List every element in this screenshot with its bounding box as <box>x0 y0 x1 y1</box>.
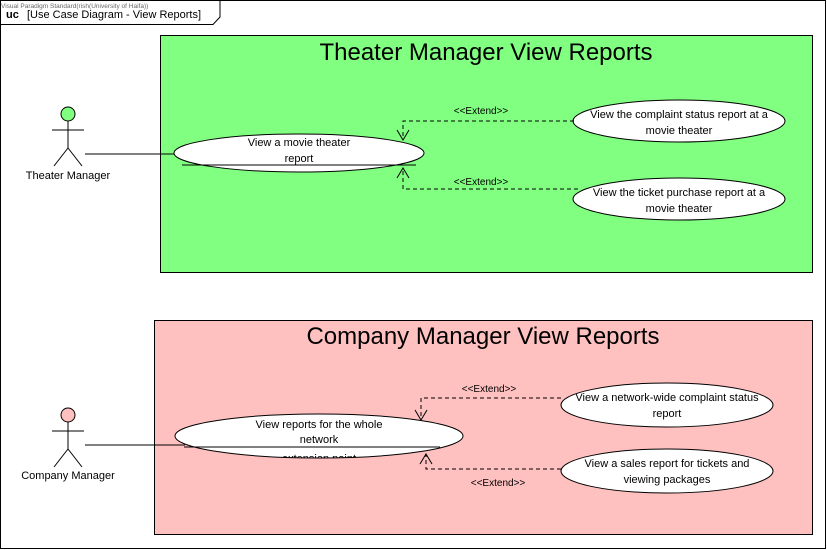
use-case-label-line2: report <box>653 408 682 420</box>
theater-extend-relation-1[interactable] <box>396 120 574 141</box>
use-case-view-movie-theater-report[interactable]: View a movie theater report <box>173 133 425 173</box>
actor-head <box>60 407 76 423</box>
actor-right-leg <box>67 448 83 468</box>
theater-manager-actor[interactable] <box>52 106 84 167</box>
use-case-sales-report-tickets-packages[interactable]: View a sales report for tickets and view… <box>560 448 774 494</box>
frame-title: [Use Case Diagram - View Reports] <box>27 9 201 21</box>
use-case-view-whole-network-reports[interactable]: View reports for the whole network exten… <box>174 413 464 465</box>
use-case-ellipse <box>572 177 786 221</box>
use-case-ellipse <box>173 133 425 173</box>
company-extend-relation-2[interactable] <box>419 453 561 470</box>
watermark-text: Visual Paradigm Standard(rish(University… <box>1 3 148 10</box>
use-case-label-line1: View a sales report for tickets and <box>585 458 750 470</box>
open-arrowhead <box>419 453 433 465</box>
company-actor-name: Company Manager <box>21 470 115 482</box>
company-manager-actor[interactable] <box>52 407 84 468</box>
open-arrowhead <box>414 409 428 421</box>
use-case-ticket-purchase-report[interactable]: View the ticket purchase report at a mov… <box>572 177 786 221</box>
company-extend-relation-1[interactable] <box>414 397 561 421</box>
use-case-complaint-status-report[interactable]: View the complaint status report at a mo… <box>572 99 786 143</box>
theater-actor-name: Theater Manager <box>26 170 111 182</box>
actor-head <box>60 106 76 122</box>
company-boundary-title: Company Manager View Reports <box>306 323 659 350</box>
use-case-ellipse <box>560 448 774 494</box>
open-arrowhead <box>396 129 410 141</box>
use-case-network-complaint-status-report[interactable]: View a network-wide complaint status rep… <box>560 382 774 428</box>
actor-right-leg <box>67 147 83 167</box>
actor-left-leg <box>53 147 69 167</box>
frame-kind: uc <box>6 9 19 21</box>
actor-left-leg <box>53 448 69 468</box>
company-extend-label-2: <<Extend>> <box>471 478 526 489</box>
use-case-label-line1: View a movie theater <box>248 137 351 149</box>
company-extend-label-1: <<Extend>> <box>462 384 517 395</box>
theater-extend-label-2: <<Extend>> <box>454 177 509 188</box>
use-case-label-line1: View reports for the whole <box>256 419 383 431</box>
open-arrowhead <box>396 167 410 179</box>
use-case-ellipse <box>560 382 774 428</box>
use-case-label-line2: report <box>285 153 314 165</box>
frame-tab <box>0 0 221 25</box>
use-case-label-line2: movie theater <box>646 125 713 137</box>
use-case-label-line2: network <box>300 434 339 446</box>
use-case-label-line2: viewing packages <box>624 474 711 486</box>
extension-point-label: extension point <box>282 453 356 465</box>
use-case-label-line2: movie theater <box>646 203 713 215</box>
theater-boundary-title: Theater Manager View Reports <box>319 39 652 66</box>
theater-extend-relation-2[interactable] <box>396 167 578 190</box>
use-case-label-line1: View the complaint status report at a <box>590 109 769 121</box>
theater-extend-label-1: <<Extend>> <box>454 106 509 117</box>
use-case-label-line1: View a network-wide complaint status <box>575 392 759 404</box>
use-case-label-line1: View the ticket purchase report at a <box>593 187 766 199</box>
